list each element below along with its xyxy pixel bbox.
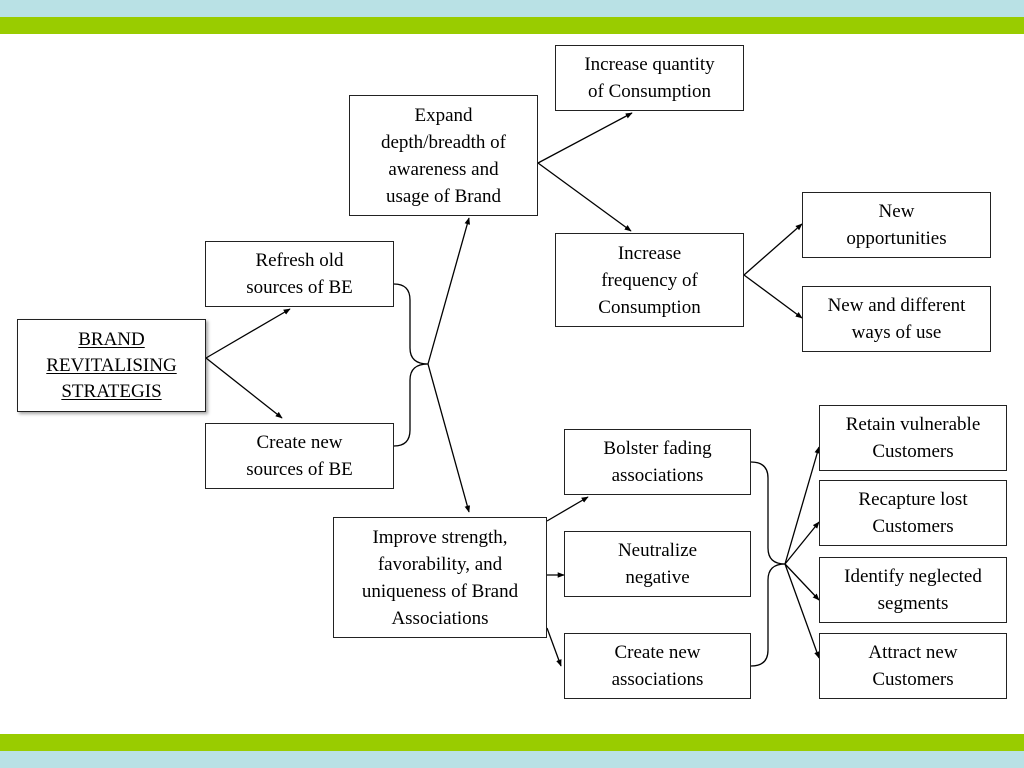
neutralize-line-2: negative xyxy=(625,567,690,588)
arrow-root-to-create-sources xyxy=(205,357,283,419)
expand-line-4: usage of Brand xyxy=(385,185,502,207)
box-refresh-old-sources: Refresh old sources of BE xyxy=(205,241,394,307)
root-line-2: REVITALISING xyxy=(46,354,177,376)
bolster-line-1: Bolster fading xyxy=(603,438,712,459)
arrow-expand-to-quantity xyxy=(537,112,633,164)
box-increase-quantity: Increase quantity of Consumption xyxy=(555,45,744,111)
box-create-new-sources: Create new sources of BE xyxy=(205,423,394,489)
improve-line-4: Associations xyxy=(391,607,489,629)
bolster-line-2: associations xyxy=(611,465,704,486)
retain-line-1: Retain vulnerable xyxy=(845,414,981,435)
bottom-frame-band xyxy=(0,751,1024,768)
neutralize-line-1: Neutralize xyxy=(617,540,698,561)
arrow-sources-to-improve xyxy=(427,363,471,513)
root-box-brand-revitalising: BRAND REVITALISING STRATEGIS xyxy=(17,319,206,412)
box-increase-frequency: Increase frequency of Consumption xyxy=(555,233,744,327)
top-frame-band xyxy=(0,0,1024,17)
refresh-line-1: Refresh old xyxy=(255,250,344,271)
arrow-frequency-to-ways xyxy=(743,274,803,319)
brace-sources xyxy=(393,283,429,447)
opportunities-line-2: opportunities xyxy=(846,228,947,249)
frequency-line-1: Increase xyxy=(617,242,682,264)
arrow-brace-to-recapture xyxy=(784,521,820,565)
arrow-improve-to-bolster xyxy=(546,496,589,522)
box-create-new-associations: Create new associations xyxy=(564,633,751,699)
frequency-line-2: frequency of xyxy=(601,269,698,291)
create-sources-line-2: sources of BE xyxy=(246,459,353,480)
improve-line-2: favorability, and xyxy=(377,553,503,575)
box-new-opportunities: New opportunities xyxy=(802,192,991,258)
refresh-line-2: sources of BE xyxy=(246,277,353,298)
brace-associations xyxy=(750,461,786,667)
create-sources-line-1: Create new xyxy=(256,432,343,453)
root-line-3: STRATEGIS xyxy=(61,380,162,402)
retain-line-2: Customers xyxy=(872,441,954,462)
expand-line-1: Expand xyxy=(414,104,473,126)
create-assoc-line-1: Create new xyxy=(614,642,701,663)
neglected-line-1: Identify neglected xyxy=(844,566,982,587)
box-bolster-fading: Bolster fading associations xyxy=(564,429,751,495)
arrow-brace-to-attract xyxy=(784,563,820,659)
arrow-brace-to-retain xyxy=(784,446,820,565)
opportunities-line-1: New xyxy=(878,201,915,222)
arrow-expand-to-frequency xyxy=(537,162,632,232)
ways-line-1: New and different xyxy=(827,295,966,316)
box-improve-associations: Improve strength, favorability, and uniq… xyxy=(333,517,547,638)
box-attract-new: Attract new Customers xyxy=(819,633,1007,699)
box-expand-awareness: Expand depth/breadth of awareness and us… xyxy=(349,95,538,216)
improve-line-1: Improve strength, xyxy=(372,526,508,548)
top-frame-stripe xyxy=(0,17,1024,34)
expand-line-3: awareness and xyxy=(388,158,499,180)
box-new-ways-of-use: New and different ways of use xyxy=(802,286,991,352)
arrow-improve-to-create-associations xyxy=(546,627,562,667)
recapture-line-1: Recapture lost xyxy=(858,489,968,510)
arrow-frequency-to-opportunities xyxy=(743,223,803,276)
arrow-brace-to-neglected xyxy=(784,563,820,601)
attract-line-1: Attract new xyxy=(868,642,958,663)
box-neutralize-negative: Neutralize negative xyxy=(564,531,751,597)
frequency-line-3: Consumption xyxy=(598,296,701,318)
create-assoc-line-2: associations xyxy=(611,669,704,690)
arrow-sources-to-expand xyxy=(427,217,470,365)
improve-line-3: uniqueness of Brand xyxy=(361,580,519,602)
box-retain-vulnerable: Retain vulnerable Customers xyxy=(819,405,1007,471)
box-recapture-lost: Recapture lost Customers xyxy=(819,480,1007,546)
arrow-root-to-refresh xyxy=(205,308,291,359)
box-identify-neglected: Identify neglected segments xyxy=(819,557,1007,623)
neglected-line-2: segments xyxy=(877,593,949,614)
quantity-line-2: of Consumption xyxy=(588,81,711,102)
quantity-line-1: Increase quantity xyxy=(584,54,715,75)
expand-line-2: depth/breadth of xyxy=(380,131,507,153)
root-line-1: BRAND xyxy=(78,328,145,350)
ways-line-2: ways of use xyxy=(851,322,942,343)
bottom-frame-stripe xyxy=(0,734,1024,751)
attract-line-2: Customers xyxy=(872,669,954,690)
recapture-line-2: Customers xyxy=(872,516,954,537)
